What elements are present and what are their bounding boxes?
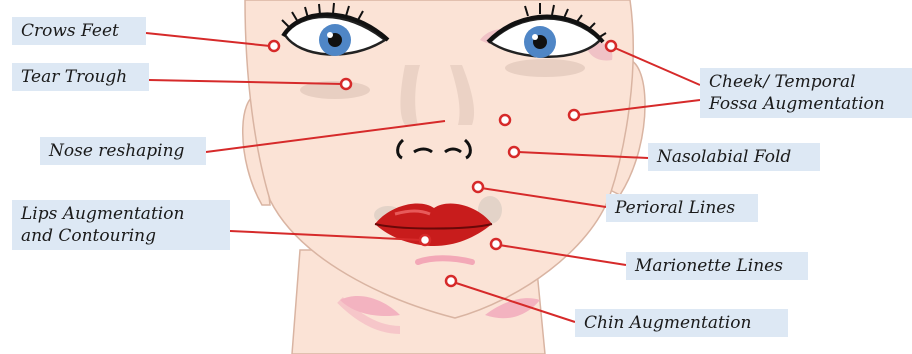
label-crows-feet-text: Crows Feet [21,20,137,42]
chin-marker-icon [446,276,456,286]
label-lips-augmentation: Lips Augmentation and Contouring [12,200,230,250]
label-cheek-line2: Fossa Augmentation [709,93,903,115]
label-perioral-lines: Perioral Lines [606,194,758,222]
label-tear-trough: Tear Trough [12,63,149,91]
label-tear-trough-text: Tear Trough [21,66,140,88]
label-lips-line2: and Contouring [21,225,221,247]
marionette-marker-icon [491,239,501,249]
cheek-lower-marker-icon [569,110,579,120]
nose-marker-icon [500,115,510,125]
label-chin-text: Chin Augmentation [584,312,779,334]
crows-feet-marker-icon [269,41,279,51]
label-nose-reshaping: Nose reshaping [40,137,206,165]
label-crows-feet: Crows Feet [12,17,146,45]
tear-trough-marker-icon [341,79,351,89]
tear-trough-right-shadow [505,59,585,77]
label-nose-reshaping-text: Nose reshaping [49,140,197,162]
lips-marker-icon [420,235,430,245]
label-cheek-line1: Cheek/ Temporal [709,71,903,93]
label-nasolabial-fold: Nasolabial Fold [648,143,820,171]
label-chin-augmentation: Chin Augmentation [575,309,788,337]
label-cheek-temporal: Cheek/ Temporal Fossa Augmentation [700,68,912,118]
perioral-marker-icon [473,182,483,192]
label-lips-line1: Lips Augmentation [21,203,221,225]
label-marionette-text: Marionette Lines [635,255,799,277]
cheek-temporal-marker-icon [606,41,616,51]
label-nasolabial-text: Nasolabial Fold [657,146,811,168]
label-perioral-text: Perioral Lines [615,197,749,219]
label-marionette-lines: Marionette Lines [626,252,808,280]
nasolabial-marker-icon [509,147,519,157]
